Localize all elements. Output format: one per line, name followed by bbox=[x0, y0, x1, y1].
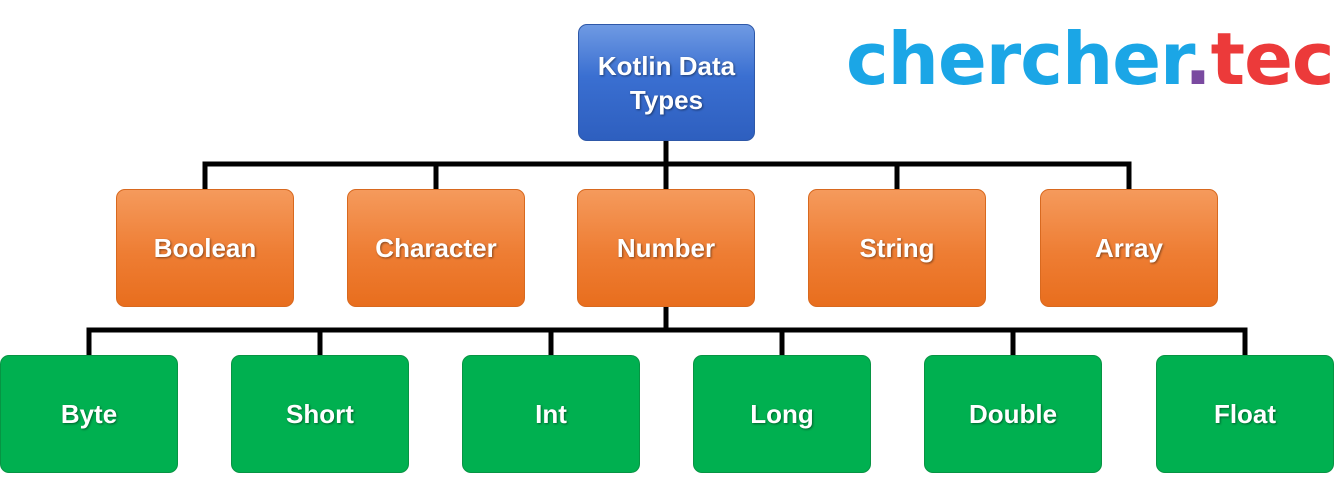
node-kotlin-data-types: Kotlin Data Types bbox=[578, 24, 755, 141]
node-int: Int bbox=[462, 355, 640, 473]
node-number: Number bbox=[577, 189, 755, 307]
node-float: Float bbox=[1156, 355, 1334, 473]
node-long: Long bbox=[693, 355, 871, 473]
node-label: Int bbox=[535, 399, 567, 429]
node-label: Short bbox=[286, 399, 354, 429]
node-label: Kotlin Data Types bbox=[597, 50, 736, 115]
node-boolean: Boolean bbox=[116, 189, 294, 307]
node-array: Array bbox=[1040, 189, 1218, 307]
node-label: Double bbox=[968, 399, 1058, 429]
node-label: Byte bbox=[60, 399, 118, 429]
node-byte: Byte bbox=[0, 355, 178, 473]
node-character: Character bbox=[347, 189, 525, 307]
node-label: Character bbox=[375, 233, 497, 263]
node-label: Long bbox=[750, 399, 814, 429]
node-short: Short bbox=[231, 355, 409, 473]
node-double: Double bbox=[924, 355, 1102, 473]
node-label: Float bbox=[1213, 399, 1277, 429]
logo-text-tech: tech bbox=[1210, 17, 1334, 101]
logo-text-chercher: chercher bbox=[846, 17, 1185, 101]
node-string: String bbox=[808, 189, 986, 307]
node-label: Array bbox=[1095, 233, 1163, 263]
logo-dot: . bbox=[1184, 17, 1211, 101]
chercher-tech-logo: chercher.tech bbox=[846, 16, 1334, 102]
node-label: Number bbox=[616, 233, 716, 263]
node-label: Boolean bbox=[153, 233, 257, 263]
node-label: String bbox=[859, 233, 935, 263]
